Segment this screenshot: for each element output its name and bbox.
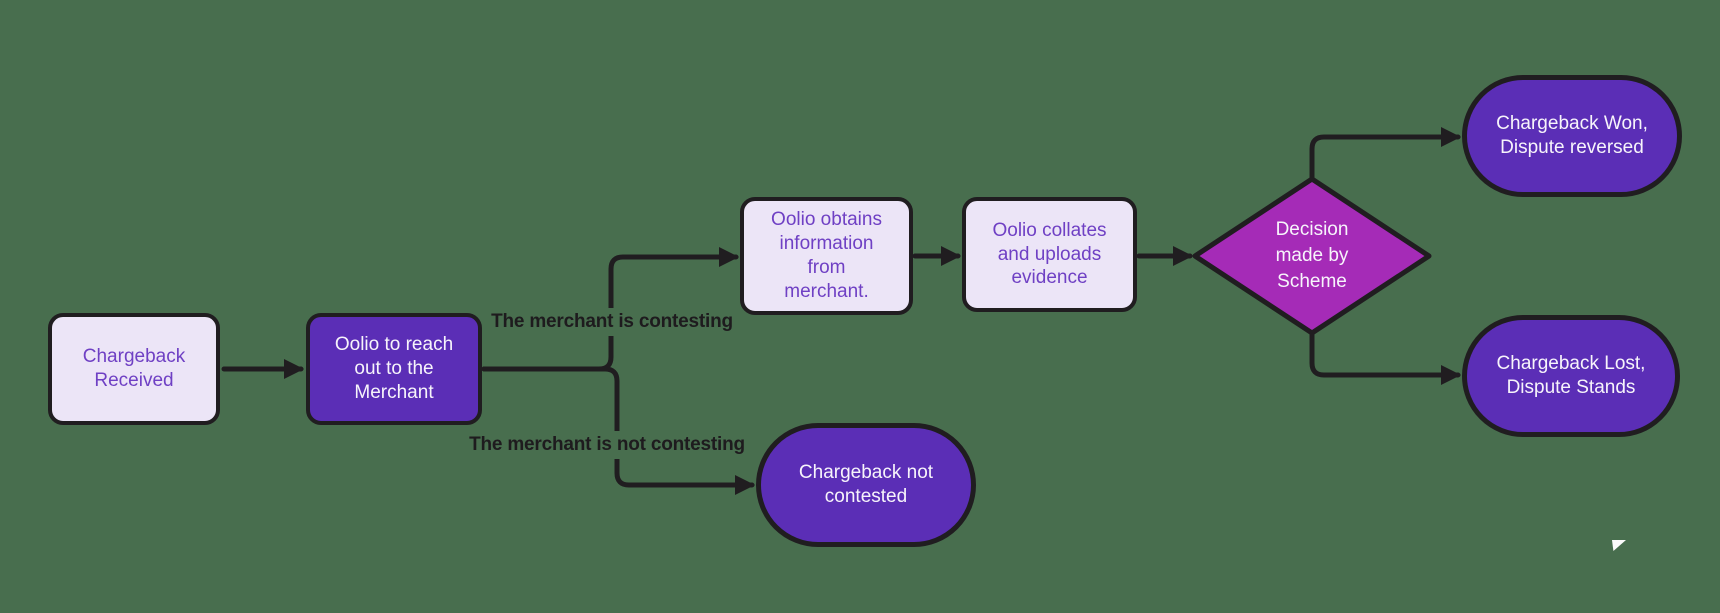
node-reach-out-merchant: Oolio to reach out to the Merchant [306, 313, 482, 425]
decision-diamond-shape [1192, 176, 1432, 336]
node-collates-evidence: Oolio collates and uploads evidence [962, 197, 1137, 312]
node-chargeback-won: Chargeback Won, Dispute reversed [1462, 75, 1682, 197]
node-chargeback-not-contested: Chargeback not contested [756, 423, 976, 547]
edge-label-not-contesting: The merchant is not contesting [464, 431, 750, 459]
edge-decision-to-won [1309, 127, 1461, 182]
edge-label-contesting: The merchant is contesting [486, 308, 738, 336]
node-obtains-information: Oolio obtains information from merchant. [740, 197, 913, 315]
node-chargeback-received: Chargeback Received [48, 313, 220, 425]
edge-decision-to-lost [1309, 330, 1461, 385]
cursor-artifact-icon [1612, 540, 1626, 551]
node-chargeback-lost: Chargeback Lost, Dispute Stands [1462, 315, 1680, 437]
node-decision-made-by-scheme: Decision made by Scheme [1275, 218, 1349, 293]
edge-reach-out-to-not-contested [481, 366, 755, 495]
